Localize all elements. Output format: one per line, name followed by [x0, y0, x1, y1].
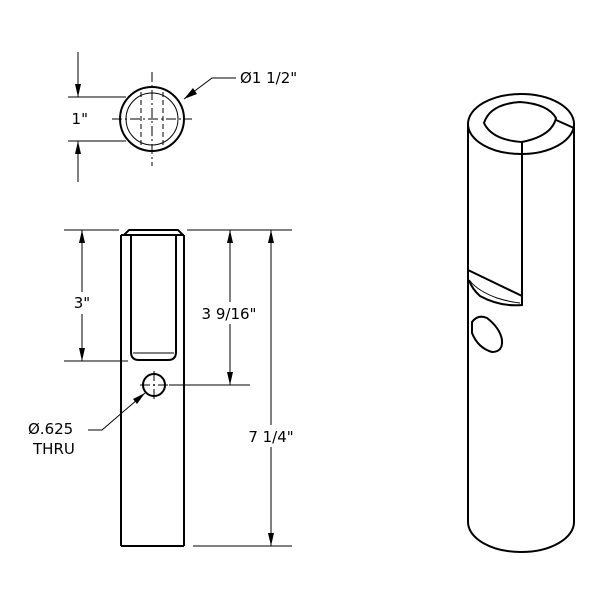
top-diameter-label: Ø1 1/2"	[240, 69, 297, 87]
iso-cylinder-body	[467, 124, 575, 553]
leader-arrow	[133, 393, 145, 404]
isometric-view	[467, 93, 575, 553]
leader-line	[88, 392, 146, 431]
dimension-arrow	[75, 84, 81, 97]
dimension-arrow	[79, 230, 85, 243]
dimension-arrow	[268, 230, 274, 243]
iso-slot-top-surface	[482, 100, 558, 144]
dimension-arrow	[268, 533, 274, 546]
dimension-arrow	[227, 372, 233, 385]
slot-bottom-radius	[130, 351, 177, 361]
hole-position-label: 3 9/16"	[202, 305, 257, 323]
leader-arrow	[184, 88, 197, 99]
dimension-arrow	[75, 141, 81, 154]
hole-note-label: THRU	[32, 440, 75, 458]
iso-cross-hole	[471, 315, 504, 354]
slot-depth-label: 3"	[74, 294, 90, 312]
top-slot-width-label: 1"	[72, 110, 88, 128]
dimension-arrow	[227, 230, 233, 243]
iso-slot-face-edge	[555, 119, 575, 129]
front-view-outline	[123, 229, 184, 236]
iso-slot-bottom	[467, 269, 523, 307]
top-view: 1" Ø1 1/2"	[68, 52, 297, 182]
iso-slot-bottom-shading	[469, 280, 521, 304]
hole-diameter-label: Ø.625	[28, 420, 73, 438]
front-view: 3" 3 9/16" 7 1/4" Ø.625 THRU	[28, 229, 299, 547]
dimension-arrow	[79, 348, 85, 361]
overall-length-label: 7 1/4"	[248, 428, 293, 446]
